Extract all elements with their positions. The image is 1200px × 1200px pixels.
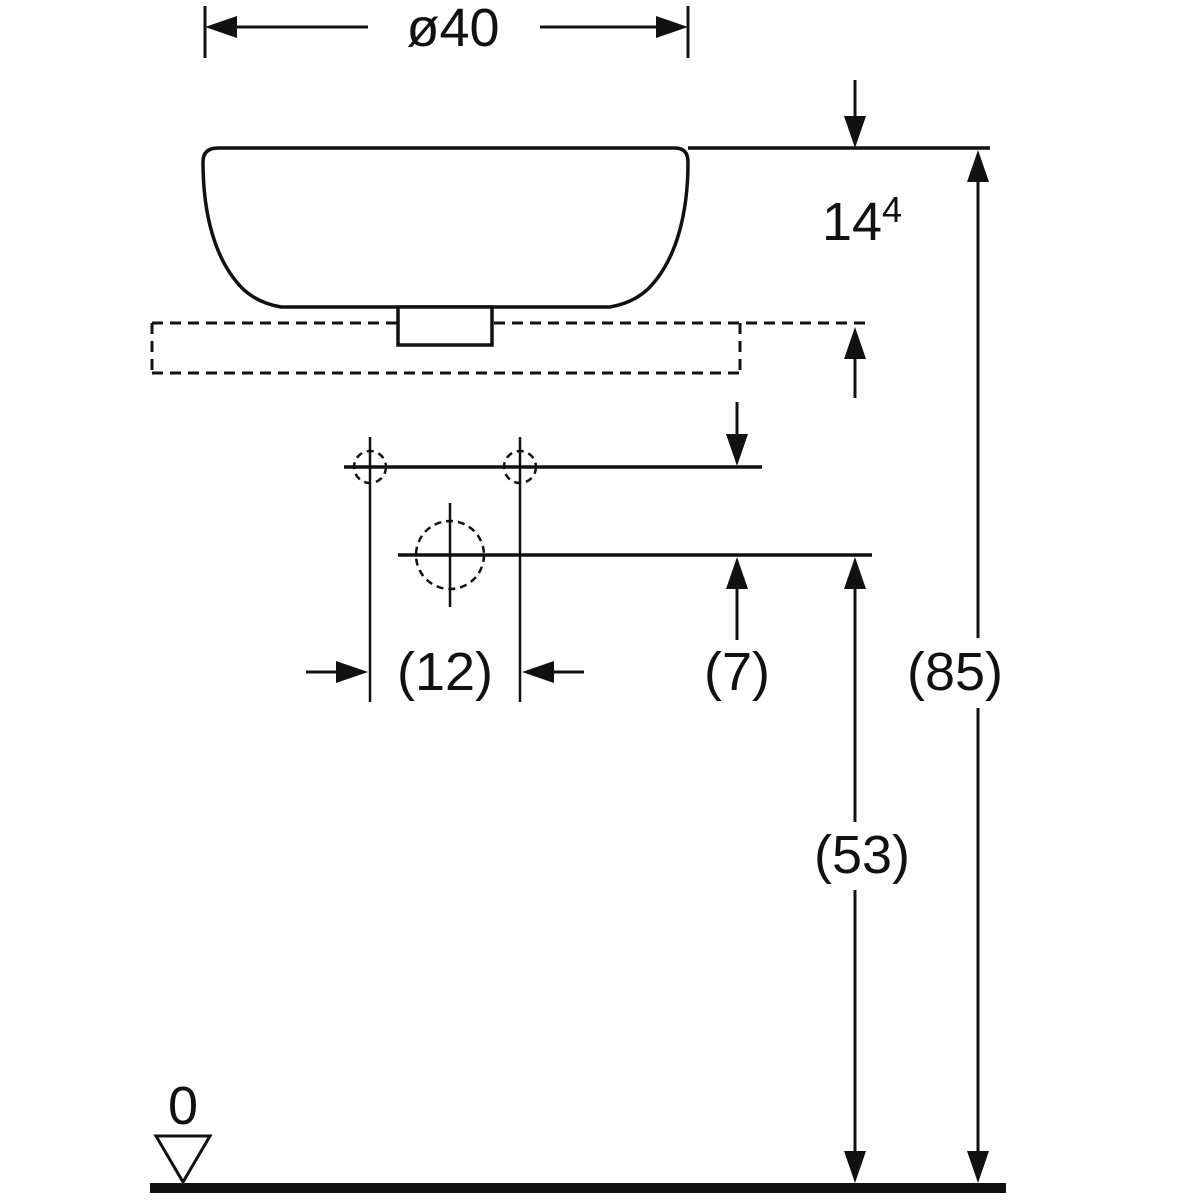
dim-7-label: (7) (704, 642, 770, 702)
dim-drain-height: (53) (814, 557, 910, 1183)
dim-12-label: (12) (397, 642, 493, 702)
dim-85-label: (85) (907, 642, 1003, 702)
arrow-up-icon (726, 557, 748, 589)
arrow-right-icon (656, 16, 688, 38)
arrow-up-icon (967, 150, 989, 182)
dim-hole-spacing: (12) (306, 642, 584, 702)
basin-outline (201, 146, 690, 309)
arrow-left-icon (522, 661, 554, 683)
datum-zero-label: 0 (168, 1076, 198, 1136)
arrow-up-icon (844, 557, 866, 589)
basin-drain-stub (396, 305, 494, 347)
floor-line (150, 1183, 1006, 1193)
dim-diameter: ø40 (203, 0, 690, 58)
datum-zero: 0 (153, 1076, 213, 1185)
basin-profile (201, 146, 690, 347)
countertop-dashed (150, 321, 872, 375)
dim-tap-to-drain: (7) (704, 402, 770, 702)
arrow-down-icon (844, 1151, 866, 1183)
datum-triangle-icon (153, 1134, 213, 1185)
dim-height-above-counter: 144 (822, 80, 902, 398)
arrow-right-icon (336, 661, 368, 683)
dim-14-label: 144 (822, 189, 902, 252)
arrow-down-icon (844, 116, 866, 148)
dim-diameter-label: ø40 (406, 0, 499, 58)
dim-53-label: (53) (814, 825, 910, 885)
tap-hole-right (502, 437, 538, 702)
dim-14-label-main: 14 (822, 192, 882, 252)
arrow-down-icon (726, 434, 748, 466)
tap-hole-left (352, 437, 388, 702)
arrow-down-icon (967, 1151, 989, 1183)
dim-rim-height: (85) (907, 150, 1003, 1183)
arrow-left-icon (205, 16, 237, 38)
drain-hole (414, 503, 486, 607)
arrow-up-icon (844, 327, 866, 359)
dim-14-label-sup: 4 (882, 189, 902, 230)
